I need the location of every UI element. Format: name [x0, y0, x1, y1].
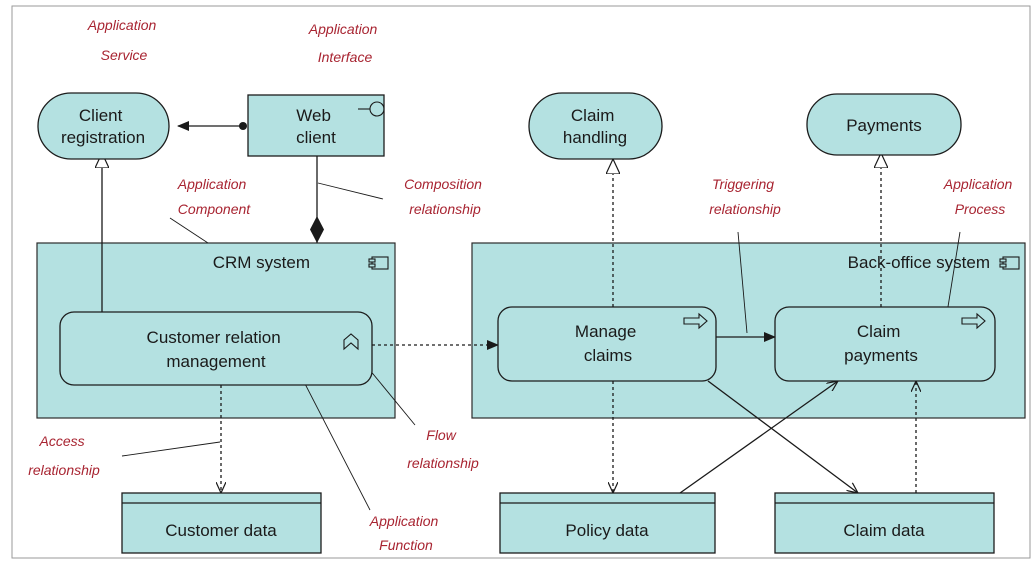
client-registration-service: Client registration [37, 92, 170, 160]
svg-text:Claim handling: Claim handling [563, 106, 627, 147]
policy-data-label: Policy data [565, 521, 649, 540]
claim-data-label: Claim data [843, 521, 925, 540]
client-registration-line2: registration [61, 128, 145, 147]
annotation-application-interface: Application Interface [308, 21, 381, 65]
web-client-line2: client [296, 128, 336, 147]
policy-data-object: Policy data [499, 492, 716, 554]
annotation-application-component: Application Component [177, 176, 251, 217]
annotation-application-function: Application Function [369, 513, 442, 553]
manage-claims-line1: Manage [575, 322, 636, 341]
customer-data-object: Customer data [121, 492, 322, 554]
component-icon [368, 256, 389, 270]
svg-text:Client registration: Client registration [61, 106, 145, 147]
annotation-access-relationship: Access relationship [28, 433, 100, 478]
manage-claims-line2: claims [584, 346, 632, 365]
payments-label: Payments [846, 116, 922, 135]
annotation-composition-relationship: Composition relationship [404, 176, 486, 217]
back-office-system-label: Back-office system [848, 253, 990, 272]
svg-text:Claim payments: Claim payments [844, 322, 918, 365]
component-icon [999, 256, 1020, 270]
leader-triggering [737, 231, 748, 334]
claim-data-object: Claim data [774, 492, 995, 554]
crm-system-label: CRM system [213, 253, 310, 272]
annotation-flow-relationship: Flow relationship [407, 427, 479, 471]
annotation-application-process: Application Process [943, 176, 1016, 217]
function-icon [343, 333, 359, 351]
crm-function-line2: management [166, 352, 266, 371]
process-icon [961, 312, 986, 330]
leader-application-component [169, 217, 209, 244]
claim-handling-line1: Claim [571, 106, 614, 125]
svg-text:Payments: Payments [846, 116, 922, 135]
web-client-interface: Web client [247, 94, 385, 157]
web-client-line1: Web [296, 106, 331, 125]
access-manage-claims-claim-data [707, 380, 858, 493]
claim-payments-process: Claim payments [774, 306, 996, 382]
customer-relation-management-function: Customer relation management [59, 311, 373, 386]
process-icon [683, 312, 708, 330]
crm-function-line1: Customer relation [147, 328, 281, 347]
leader-application-process [946, 231, 961, 314]
svg-text:Web client: Web client [296, 106, 336, 147]
svg-text:Manage claims: Manage claims [575, 322, 641, 365]
annotation-application-service: Application Service [87, 17, 160, 63]
payments-service: Payments [806, 93, 962, 156]
leader-access [121, 441, 221, 457]
annotation-triggering-relationship: Triggering relationship [709, 176, 781, 217]
leader-composition [317, 182, 384, 200]
svg-text:Customer relation manage: Customer relation management [147, 328, 286, 371]
interface-icon [358, 101, 385, 117]
claim-handling-service: Claim handling [528, 92, 663, 160]
claim-handling-line2: handling [563, 128, 627, 147]
manage-claims-process: Manage claims [497, 306, 717, 382]
leader-application-function [301, 377, 371, 511]
client-registration-line1: Client [79, 106, 123, 125]
claim-payments-line2: payments [844, 346, 918, 365]
customer-data-label: Customer data [165, 521, 277, 540]
claim-payments-line1: Claim [857, 322, 900, 341]
access-policy-data-claim-payments [679, 381, 838, 494]
